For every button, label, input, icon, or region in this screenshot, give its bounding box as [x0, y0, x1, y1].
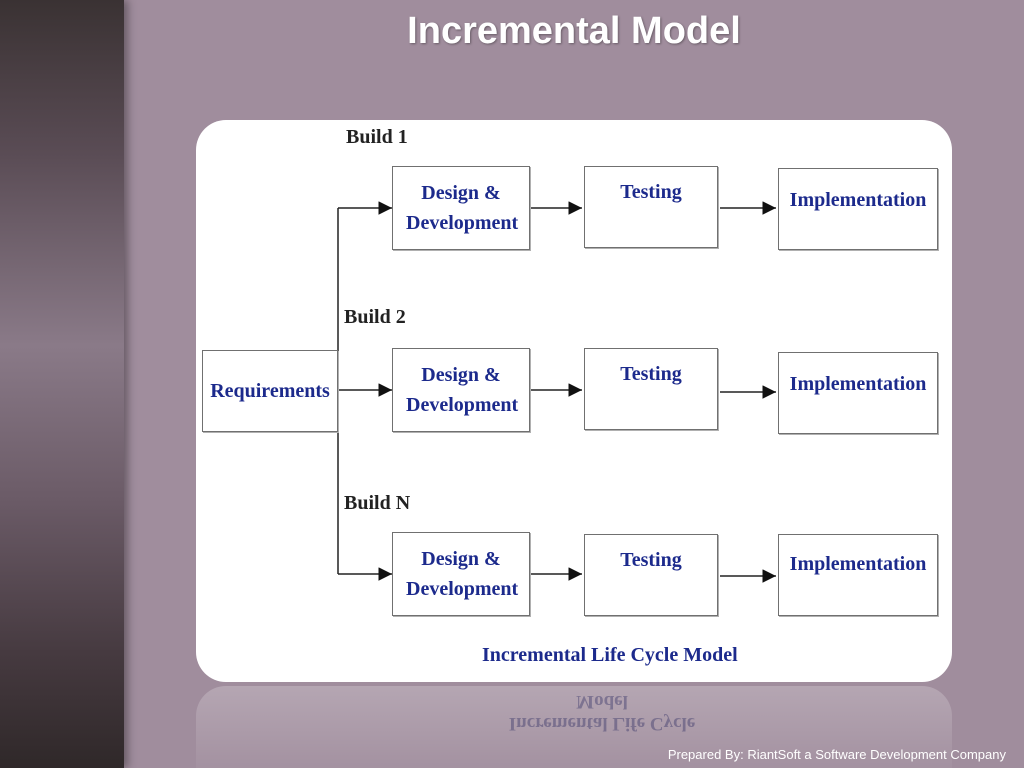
build-n-testing-box: Testing [584, 534, 718, 616]
build-n-implementation-label: Implementation [789, 553, 927, 575]
build-2-implementation-box: Implementation [778, 352, 938, 434]
build-n-design-box: Design & Development [392, 532, 530, 616]
build-2-implementation-label: Implementation [789, 373, 927, 395]
build-2-design-label: Design & Development [406, 364, 519, 416]
build-n-implementation-box: Implementation [778, 534, 938, 616]
connector-lines [337, 201, 776, 583]
build-1-design-label: Design & Development [406, 182, 519, 234]
build-1-design-box: Design & Development [392, 166, 530, 250]
build-1-testing-box: Testing [584, 166, 718, 248]
panel-reflection: Incremental Life Cycle Model [196, 686, 952, 768]
build-n-label: Build N [344, 492, 411, 514]
build-2-label: Build 2 [344, 306, 406, 328]
footer-credit: Prepared By: RiantSoft a Software Develo… [667, 747, 1006, 762]
build-2-testing-label: Testing [620, 363, 682, 385]
build-1-label: Build 1 [346, 126, 408, 148]
build-1-testing-label: Testing [620, 181, 682, 203]
build-2-testing-box: Testing [584, 348, 718, 430]
left-decorative-bar [0, 0, 124, 768]
build-n-testing-label: Testing [620, 549, 682, 571]
build-2-design-box: Design & Development [392, 348, 530, 432]
diagram-caption: Incremental Life Cycle Model [482, 644, 738, 666]
requirements-label: Requirements [210, 380, 330, 402]
build-1-implementation-box: Implementation [778, 168, 938, 250]
build-1-implementation-label: Implementation [789, 189, 927, 211]
slide-title: Incremental Model [407, 10, 741, 52]
diagram-panel: Requirements Build 1 Design & Developmen… [196, 120, 952, 682]
reflected-caption: Incremental Life Cycle Model [508, 691, 696, 734]
requirements-box: Requirements [202, 350, 338, 432]
build-n-design-label: Design & Development [406, 548, 519, 600]
